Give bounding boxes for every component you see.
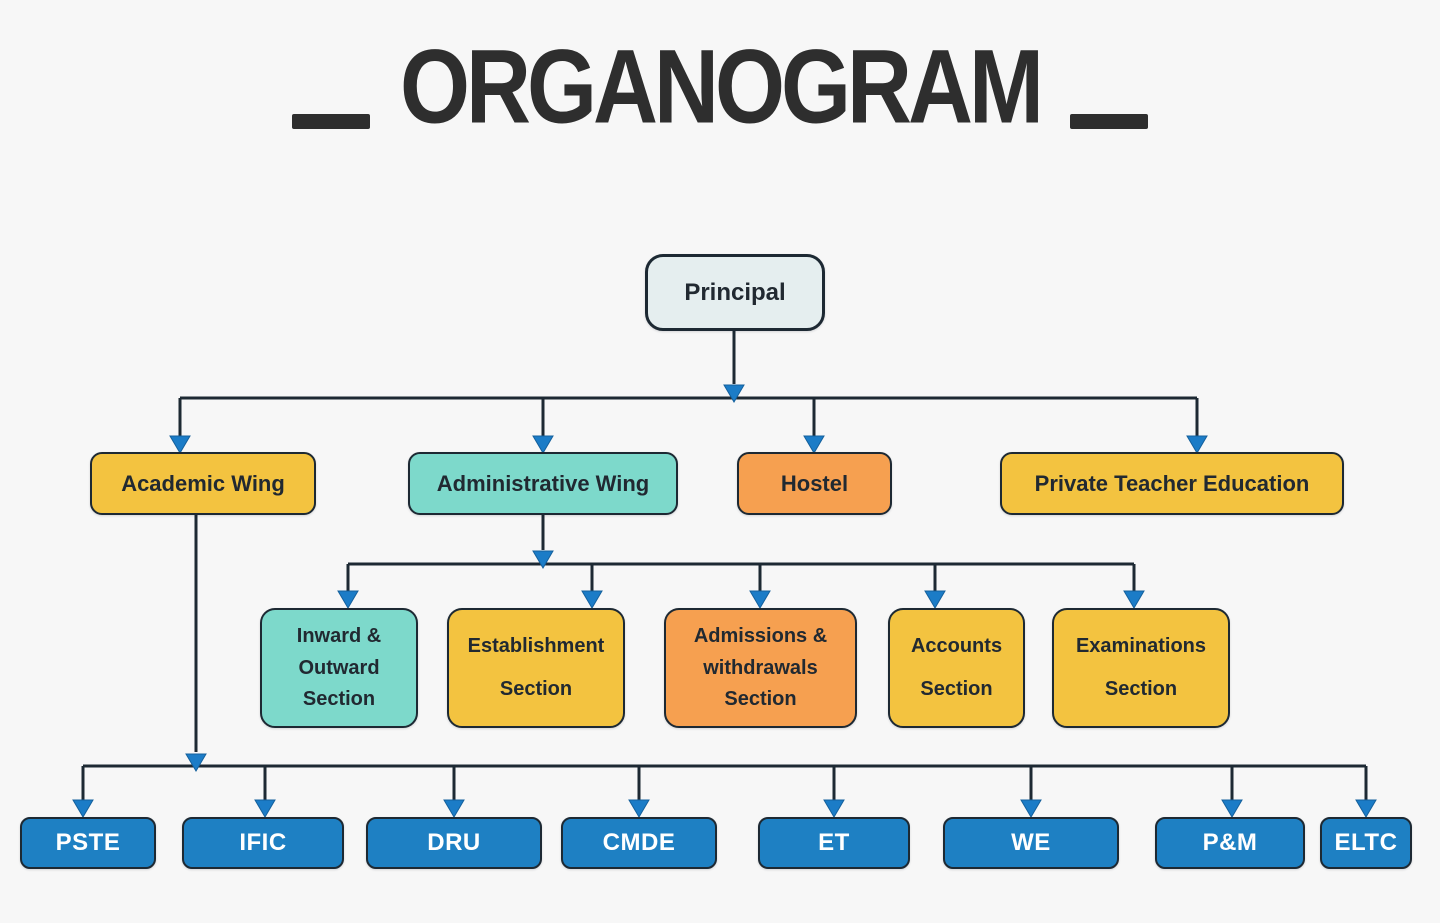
arrow-icon (443, 799, 465, 818)
node-examinations-section: Examinations Section (1052, 608, 1230, 728)
title-underscore-left (292, 114, 371, 129)
node-dru: DRU (366, 817, 542, 869)
node-label: Private Teacher Education (1034, 470, 1310, 496)
node-label-line: Section (302, 688, 376, 711)
node-label-line: Inward & (296, 624, 382, 647)
node-label-line: Section (1104, 677, 1178, 700)
node-label: WE (1011, 829, 1051, 856)
arrow-icon (581, 590, 603, 609)
node-eltc: ELTC (1320, 817, 1412, 869)
node-principal: Principal (645, 254, 825, 331)
arrow-icon (532, 550, 554, 569)
node-label-line: Examinations (1075, 635, 1207, 658)
arrow-icon (628, 799, 650, 818)
node-label-line: Establishment (467, 635, 605, 658)
node-we: WE (943, 817, 1119, 869)
node-hostel: Hostel (737, 452, 892, 515)
node-label: Principal (684, 278, 786, 306)
arrow-icon (1221, 799, 1243, 818)
node-label-line: Outward (298, 656, 380, 679)
node-label: ET (818, 829, 850, 856)
node-label-line: Section (724, 688, 797, 711)
node-label-line: Section (499, 677, 573, 700)
node-pste: PSTE (20, 817, 156, 869)
node-label: DRU (427, 829, 481, 856)
node-label: PSTE (55, 829, 121, 856)
arrow-icon (1186, 435, 1208, 454)
node-ific: IFIC (182, 817, 344, 869)
arrow-icon (254, 799, 276, 818)
node-establishment-section: Establishment Section (447, 608, 625, 728)
node-inward-outward-section: Inward & Outward Section (260, 608, 418, 728)
arrow-icon (169, 435, 191, 454)
arrow-icon (337, 590, 359, 609)
page-title: ORGANOGRAM (400, 29, 1044, 146)
node-admissions-withdrawals-section: Admissions & withdrawals Section (664, 608, 857, 728)
node-accounts-section: Accounts Section (888, 608, 1025, 728)
arrow-icon (723, 384, 745, 403)
node-label: IFIC (239, 829, 287, 856)
connector-wire-paths (81, 331, 1368, 803)
node-label-line: Accounts (910, 635, 1003, 658)
title-row: ORGANOGRAM (0, 28, 1440, 140)
node-cmde: CMDE (561, 817, 717, 869)
arrow-icon (749, 590, 771, 609)
node-label: Hostel (780, 470, 849, 496)
arrow-icon (823, 799, 845, 818)
node-administrative-wing: Administrative Wing (408, 452, 678, 515)
node-et: ET (758, 817, 910, 869)
arrow-icon (72, 799, 94, 818)
node-private-teacher-education: Private Teacher Education (1000, 452, 1344, 515)
node-label-line: withdrawals (703, 656, 818, 679)
arrow-icon (185, 753, 207, 772)
node-label-line: Section (920, 677, 993, 700)
node-label: Academic Wing (121, 470, 285, 496)
arrow-icon (1355, 799, 1377, 818)
arrowhead-icons (72, 384, 1377, 818)
node-label: Administrative Wing (436, 470, 650, 496)
node-label: ELTC (1334, 829, 1398, 856)
arrow-icon (532, 435, 554, 454)
node-label: CMDE (602, 829, 676, 856)
node-pm: P&M (1155, 817, 1305, 869)
arrow-icon (924, 590, 946, 609)
node-label-line: Admissions & (693, 624, 828, 647)
arrow-icon (1123, 590, 1145, 609)
node-label: P&M (1202, 829, 1258, 856)
arrow-icon (803, 435, 825, 454)
node-academic-wing: Academic Wing (90, 452, 316, 515)
title-underscore-right (1069, 114, 1148, 129)
arrow-icon (1020, 799, 1042, 818)
